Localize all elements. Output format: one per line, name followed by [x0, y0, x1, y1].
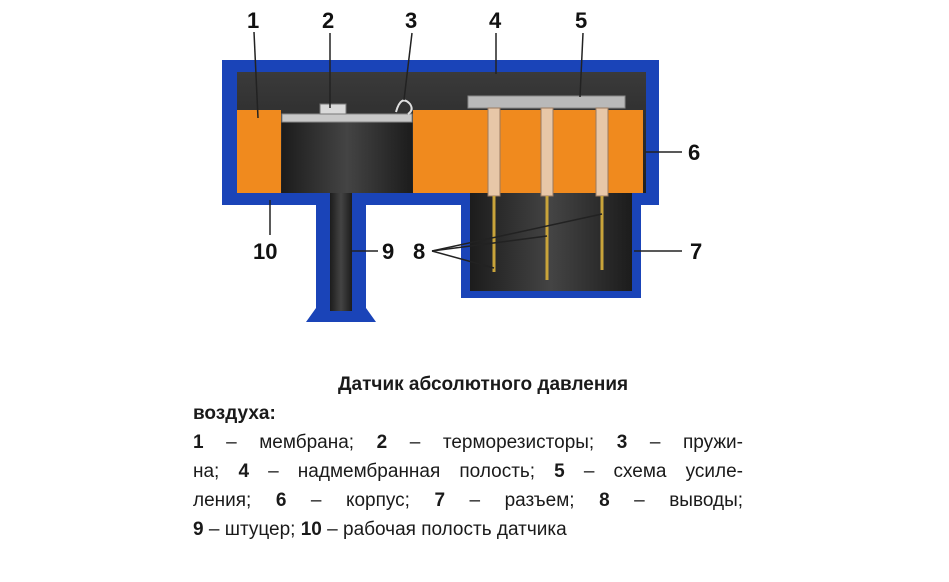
legend-number: 7 [434, 490, 446, 511]
caption-legend-line: на; 4 – надмембранная полость; 5 – схема… [193, 457, 743, 486]
legend-number: 4 [238, 461, 250, 482]
working-cavity [282, 122, 412, 193]
amplifier-board [467, 95, 626, 109]
legend-number: 3 [616, 432, 628, 453]
callout-9: 9 [382, 239, 394, 264]
legend-number: 2 [376, 432, 388, 453]
caption-title-line-1: Датчик абсолютного давления [338, 374, 629, 395]
thermoresistors [319, 103, 347, 115]
callout-5: 5 [575, 8, 587, 33]
legend-text: – терморезисторы; [387, 432, 617, 453]
callout-2: 2 [322, 8, 334, 33]
caption-legend-line: 9 – штуцер; 10 – рабочая полость датчика [193, 515, 743, 544]
legend-number: 9 [193, 519, 204, 540]
legend-text: – схема усиле- [564, 461, 743, 482]
legend-text: – надмембранная полость; [249, 461, 555, 482]
legend-text: – рабочая полость датчика [321, 519, 567, 540]
callout-3: 3 [405, 8, 417, 33]
callout-7: 7 [690, 239, 702, 264]
legend-text: – пружи- [627, 432, 743, 453]
legend-number: 8 [599, 490, 610, 511]
leader-lines [253, 31, 682, 269]
fitting [306, 193, 376, 322]
legend-number: 10 [300, 519, 322, 540]
callout-1: 1 [247, 8, 259, 33]
legend-text: – корпус; [286, 490, 435, 511]
legend-text: на; [193, 461, 239, 482]
callout-4: 4 [489, 8, 502, 33]
legend-number: 5 [554, 461, 565, 482]
spring [395, 99, 413, 115]
sensor-diagram: 1 2 3 4 5 6 7 8 9 10 [222, 8, 702, 322]
legend-text: – мембрана; [203, 432, 377, 453]
callout-8: 8 [413, 239, 425, 264]
leads [487, 107, 609, 280]
legend-number: 6 [275, 490, 287, 511]
callout-6: 6 [688, 140, 700, 165]
figure-caption: Датчик абсолютного давления воздуха: 1 –… [193, 370, 743, 544]
membrane [281, 113, 413, 123]
caption-title-line-2: воздуха: [193, 403, 276, 424]
legend-text: ления; [193, 490, 276, 511]
legend-text: – выводы; [609, 490, 744, 511]
legend-text: – штуцер; [203, 519, 301, 540]
legend-text: – разъем; [445, 490, 600, 511]
callout-10: 10 [253, 239, 277, 264]
caption-legend-line: 1 – мембрана; 2 – терморезисторы; 3 – пр… [193, 428, 743, 457]
legend-number: 1 [193, 432, 204, 453]
caption-legend-line: ления; 6 – корпус; 7 – разъем; 8 – вывод… [193, 486, 743, 515]
